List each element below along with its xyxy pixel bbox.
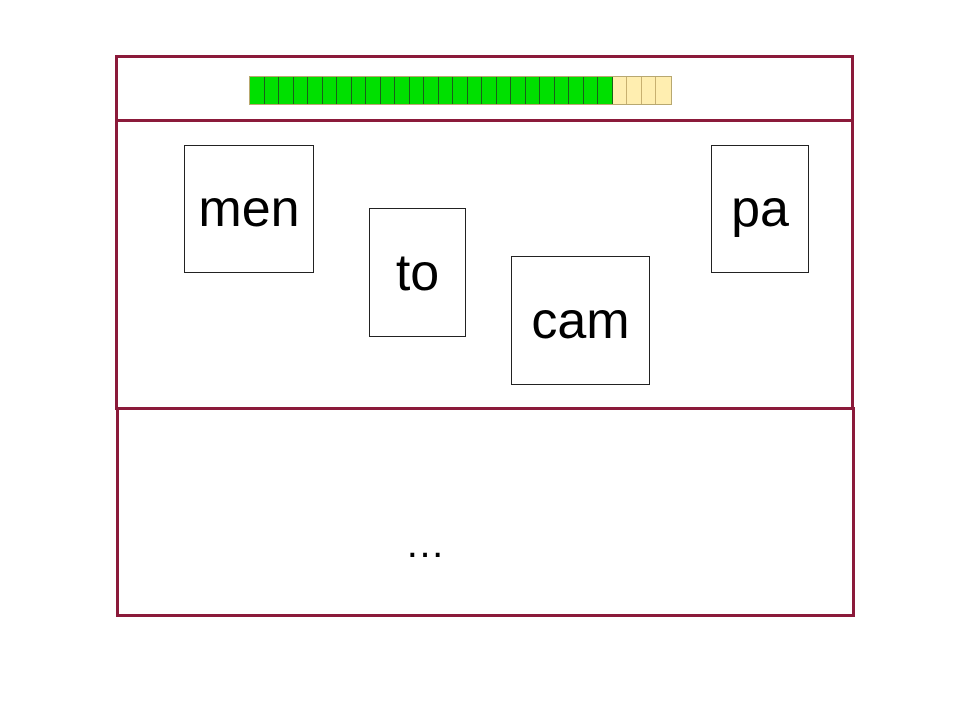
progress-segment-filled — [337, 77, 352, 104]
progress-segment-filled — [424, 77, 439, 104]
progress-segment-filled — [598, 77, 613, 104]
progress-segment-filled — [279, 77, 294, 104]
progress-segment-empty — [627, 77, 642, 104]
progress-segment-filled — [380, 77, 395, 104]
progress-segment-filled — [583, 77, 598, 104]
progress-segment-filled — [496, 77, 511, 104]
progress-segment-empty — [641, 77, 656, 104]
progress-segment-filled — [540, 77, 555, 104]
progress-segment-filled — [511, 77, 526, 104]
progress-segment-empty — [612, 77, 627, 104]
progress-segment-filled — [366, 77, 381, 104]
progress-segment-empty — [656, 77, 671, 104]
progress-segment-filled — [453, 77, 468, 104]
progress-segment-filled — [351, 77, 366, 104]
progress-segment-filled — [438, 77, 453, 104]
progress-segment-filled — [395, 77, 410, 104]
progress-segment-filled — [308, 77, 323, 104]
answer-placeholder: … — [405, 522, 445, 566]
progress-segment-filled — [293, 77, 308, 104]
progress-segment-filled — [409, 77, 424, 104]
progress-segment-filled — [525, 77, 540, 104]
progress-segment-filled — [482, 77, 497, 104]
progress-segment-filled — [569, 77, 584, 104]
progress-segment-filled — [322, 77, 337, 104]
progress-segment-filled — [467, 77, 482, 104]
progress-segment-filled — [250, 77, 265, 104]
syllable-card-pa[interactable]: pa — [711, 145, 809, 273]
progress-segment-filled — [264, 77, 279, 104]
answer-area[interactable] — [116, 407, 855, 617]
syllable-card-men[interactable]: men — [184, 145, 314, 273]
progress-bar — [249, 76, 672, 105]
syllable-card-cam[interactable]: cam — [511, 256, 650, 385]
progress-segment-filled — [554, 77, 569, 104]
syllable-card-to[interactable]: to — [369, 208, 466, 337]
